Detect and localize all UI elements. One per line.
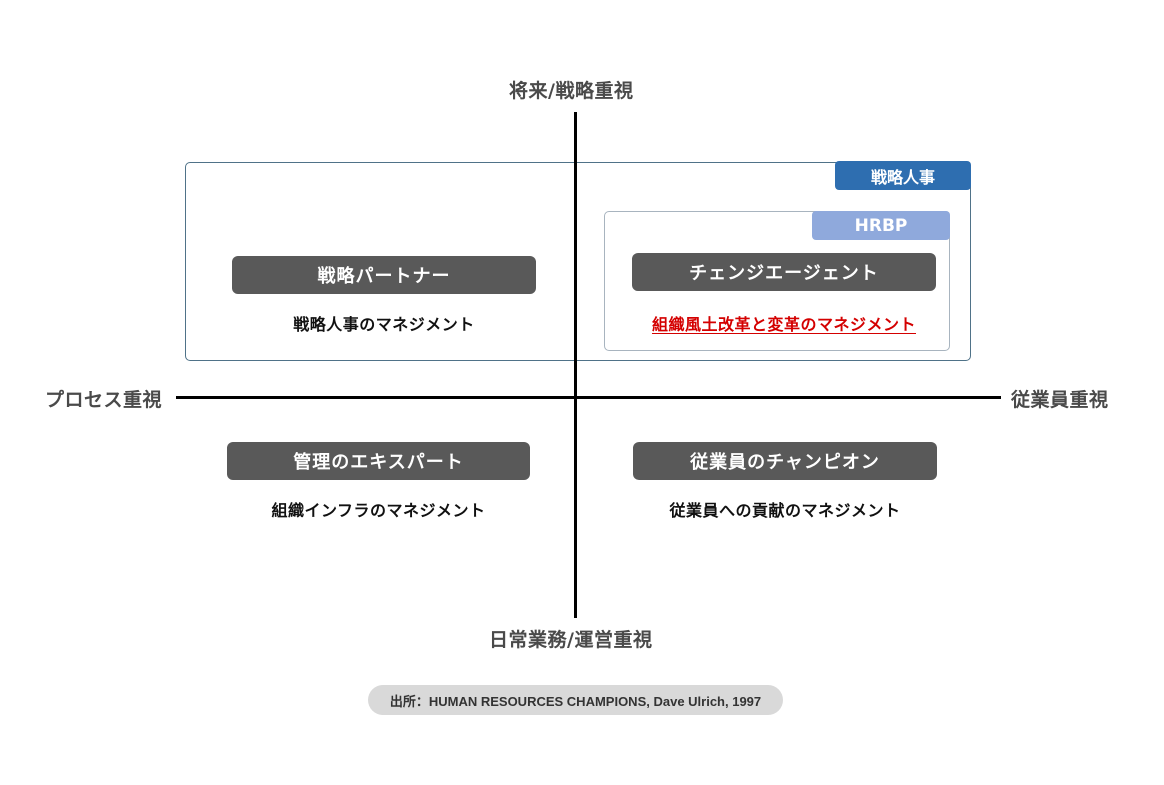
hrbp-tag: HRBP [812, 211, 950, 240]
strategic-hr-tag-label: 戦略人事 [870, 167, 935, 187]
role-strategic-partner: 戦略パートナー [232, 256, 536, 294]
axis-label-right: 従業員重視 [1011, 389, 1109, 411]
description-employee-champion: 従業員への貢献のマネジメント [669, 501, 901, 520]
role-label: 戦略パートナー [317, 266, 451, 287]
axis-label-left: プロセス重視 [45, 389, 163, 411]
vertical-axis [574, 112, 577, 618]
description-strategic-partner: 戦略人事のマネジメント [293, 315, 475, 334]
strategic-hr-group-box [185, 162, 971, 361]
role-employee-champion: 従業員のチャンピオン [633, 442, 937, 480]
role-label: 従業員のチャンピオン [690, 452, 880, 473]
axis-label-top: 将来/戦略重視 [509, 80, 634, 102]
source-citation: 出所：HUMAN RESOURCES CHAMPIONS, Dave Ulric… [368, 685, 783, 715]
hrbp-tag-label: HRBP [854, 215, 908, 236]
strategic-hr-tag: 戦略人事 [835, 161, 971, 190]
role-administrative-expert: 管理のエキスパート [227, 442, 530, 480]
horizontal-axis [176, 396, 1001, 399]
description-change-agent: 組織風土改革と変革のマネジメント [651, 315, 916, 334]
role-label: チェンジエージェント [689, 263, 879, 284]
source-text: 出所：HUMAN RESOURCES CHAMPIONS, Dave Ulric… [389, 693, 762, 709]
role-change-agent: チェンジエージェント [632, 253, 936, 291]
axis-label-bottom: 日常業務/運営重視 [489, 629, 653, 651]
description-administrative-expert: 組織インフラのマネジメント [271, 501, 486, 520]
role-label: 管理のエキスパート [293, 452, 464, 473]
